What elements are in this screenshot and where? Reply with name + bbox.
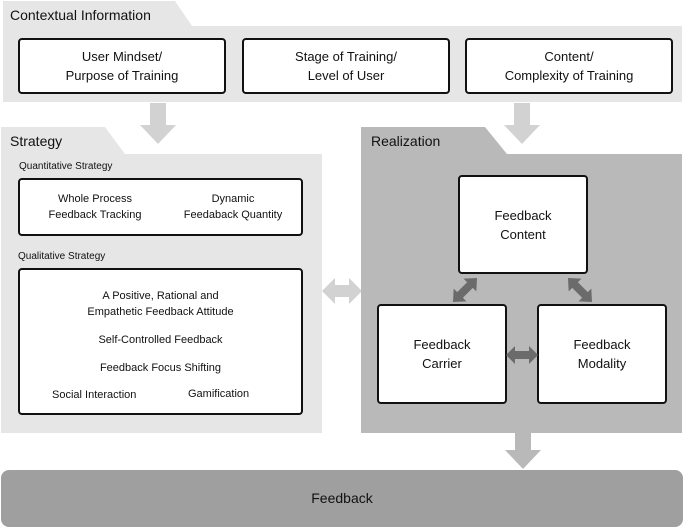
gamification-item: Gamification — [188, 388, 250, 400]
feedback-bar: Feedback — [1, 470, 683, 527]
user-mindset-line2: Purpose of Training — [65, 68, 179, 83]
arrow-strategy-realization — [322, 278, 362, 304]
qualitative-strategy-box: A Positive, Rational and Empathetic Feed… — [18, 268, 303, 415]
feedback-carrier-line2: Carrier — [422, 356, 462, 371]
strategy-title: Strategy — [10, 133, 63, 149]
positive-attitude-item: A Positive, Rational and Empathetic Feed… — [20, 288, 301, 320]
focus-shifting-item: Feedback Focus Shifting — [99, 362, 222, 374]
arrow-down-to-realization — [504, 103, 540, 144]
feedback-label: Feedback — [311, 490, 373, 506]
user-mindset-line1: User Mindset/ — [81, 49, 163, 64]
feedback-content-line1: Feedback — [494, 207, 552, 223]
arrow-content-carrier — [452, 277, 478, 303]
feedback-content-line2: Content — [500, 226, 546, 242]
contextual-title: Contextual Information — [10, 7, 151, 23]
dynamic-line1: Dynamic — [211, 193, 255, 205]
dynamic-line2: Feedaback Quantity — [183, 209, 283, 221]
stage-of-training-line1: Stage of Training/ — [295, 49, 397, 64]
arrow-carrier-modality — [506, 346, 538, 364]
stage-of-training-box: Stage of Training/Level of User — [242, 38, 450, 94]
social-interaction-item: Social Interaction — [52, 389, 137, 401]
feedback-modality-line2: Modality — [577, 356, 627, 371]
feedback-carrier-line1: Feedback — [413, 337, 471, 352]
content-complexity-line2: Complexity of Training — [504, 68, 634, 83]
feedback-modality-line1: Feedback — [573, 337, 631, 352]
arrow-down-to-strategy — [140, 103, 176, 144]
user-mindset-box: User Mindset/Purpose of Training — [18, 38, 226, 94]
content-complexity-line1: Content/ — [544, 49, 594, 64]
realization-title: Realization — [371, 133, 441, 149]
content-complexity-box: Content/Complexity of Training — [465, 38, 673, 94]
arrow-down-to-feedback — [505, 432, 541, 469]
whole-process-line1: Whole Process — [58, 193, 132, 205]
stage-of-training-line2: Level of User — [307, 68, 385, 83]
quantitative-strategy-label: Quantitative Strategy — [19, 161, 113, 172]
qualitative-strategy-label: Qualitative Strategy — [18, 251, 106, 262]
positive-attitude-line1: A Positive, Rational and — [102, 290, 219, 302]
whole-process-line2: Feedback Tracking — [48, 209, 142, 221]
self-controlled-item: Self-Controlled Feedback — [98, 334, 223, 346]
positive-attitude-line2: Empathetic Feedback Attitude — [87, 306, 234, 318]
arrow-content-modality — [567, 277, 593, 303]
